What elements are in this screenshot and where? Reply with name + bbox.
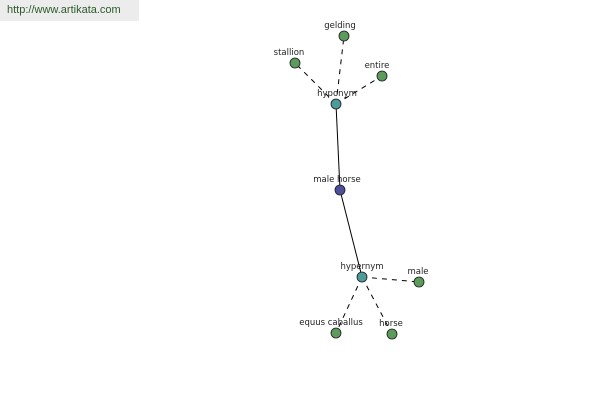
node-label-hyponym: hyponym [317, 89, 357, 99]
edge-hypernym-to-equus-caballus [335, 276, 363, 334]
node-label-hypernym: hypernym [340, 262, 383, 272]
edge-male-horse-to-hypernym [339, 189, 363, 278]
node-circle-horse[interactable] [386, 328, 398, 340]
node-label-male-horse: male horse [313, 175, 361, 185]
node-label-equus-caballus: equus caballus [299, 318, 363, 328]
node-circle-gelding[interactable] [338, 30, 350, 42]
nodes-layer: stallion gelding entire hyponym male horse hy… [274, 21, 429, 340]
node-label-male: male [407, 267, 428, 277]
node-circle-male-horse[interactable] [334, 184, 346, 196]
node-circle-male[interactable] [413, 276, 425, 288]
site-url-link[interactable]: http://www.artikata.com [0, 0, 139, 21]
node-entire[interactable]: entire [365, 61, 390, 82]
node-circle-equus-caballus[interactable] [330, 327, 342, 339]
node-label-entire: entire [365, 61, 390, 71]
edge-hypernym-to-male [361, 276, 420, 283]
node-horse[interactable]: horse [379, 319, 403, 340]
node-circle-hyponym[interactable] [330, 98, 342, 110]
edges-layer [294, 35, 420, 335]
node-circle-entire[interactable] [376, 70, 388, 82]
node-circle-hypernym[interactable] [356, 271, 368, 283]
node-label-gelding: gelding [324, 21, 356, 31]
node-label-horse: horse [379, 319, 403, 329]
node-equus-caballus[interactable]: equus caballus [299, 318, 363, 339]
node-label-stallion: stallion [274, 48, 305, 58]
node-male[interactable]: male [407, 267, 429, 288]
node-hypernym[interactable]: hypernym [340, 262, 384, 283]
edge-hyponym-to-entire [335, 75, 383, 105]
edge-hypernym-to-horse [361, 276, 393, 335]
node-circle-stallion[interactable] [289, 57, 301, 69]
edge-male-horse-to-hyponym [335, 103, 341, 191]
node-hyponym[interactable]: hyponym [317, 89, 357, 110]
edge-hyponym-to-gelding [335, 35, 345, 105]
node-stallion[interactable]: stallion [274, 48, 305, 69]
node-gelding[interactable]: gelding [324, 21, 356, 42]
node-male-horse[interactable]: male horse [313, 175, 361, 196]
